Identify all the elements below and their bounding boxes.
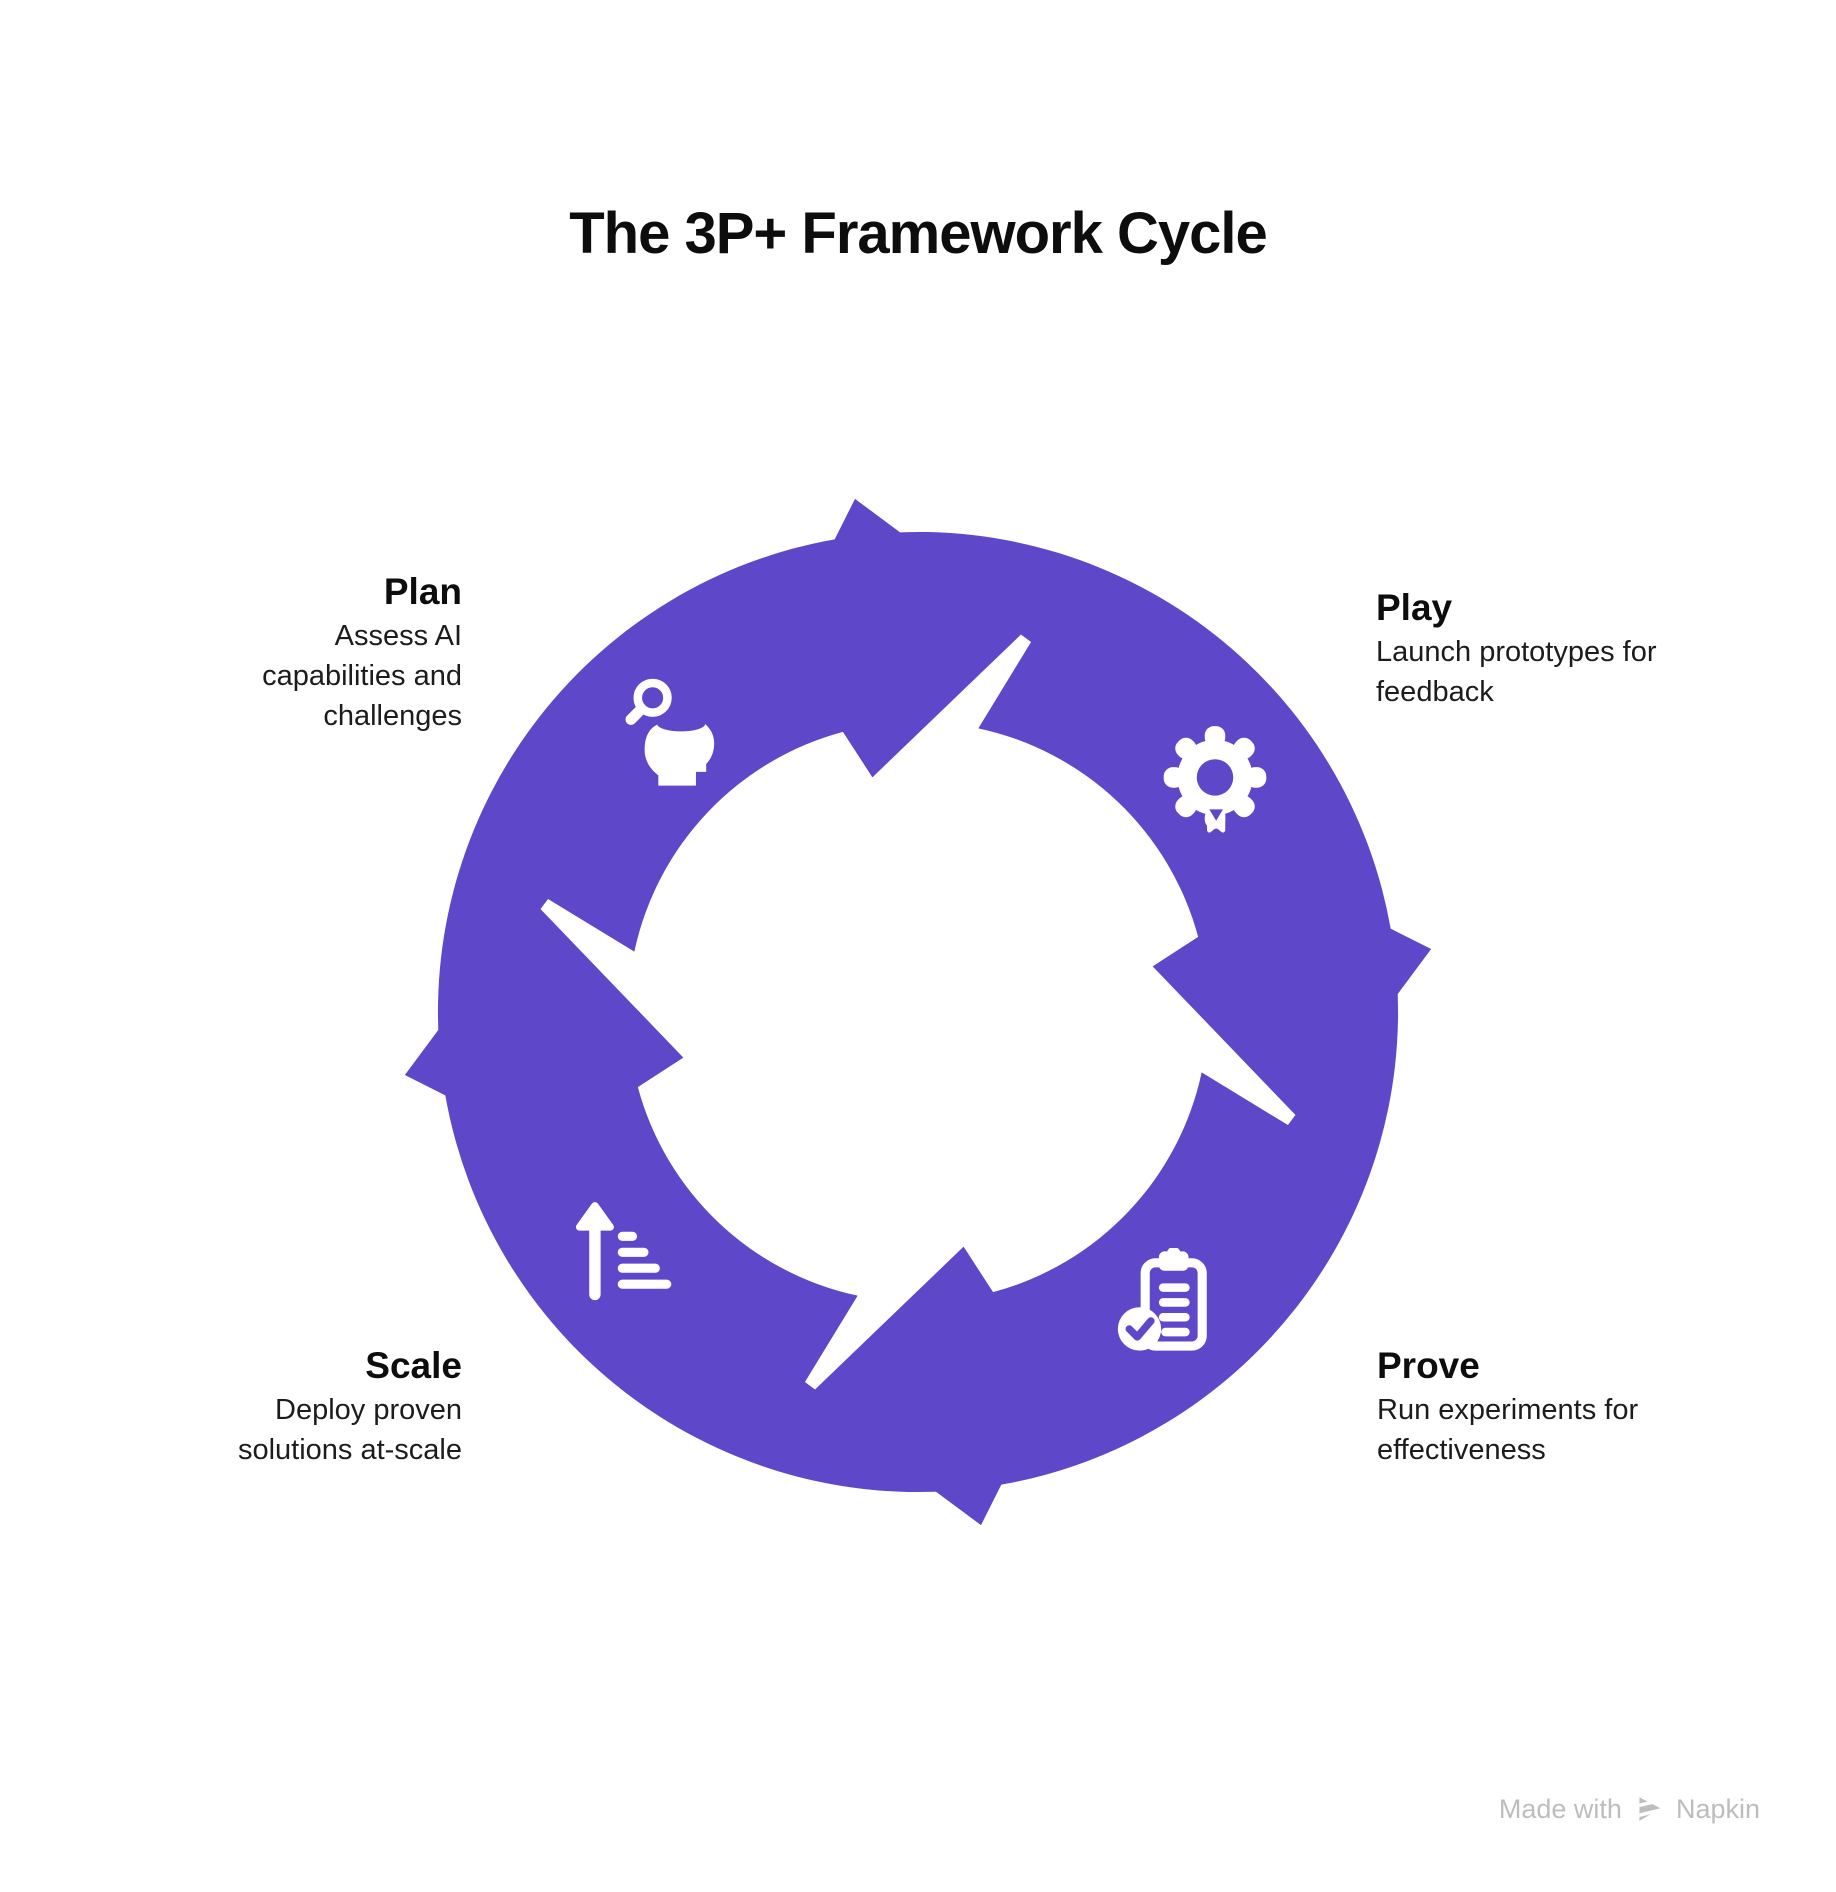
stage-desc-prove: Run experiments for effectiveness	[1377, 1394, 1639, 1466]
brand-label: Napkin	[1675, 1793, 1760, 1824]
stage-scale: Scale Deploy proven solutions at-scale	[200, 1342, 462, 1470]
stage-plan: Plan Assess AI capabilities and challeng…	[222, 568, 462, 736]
footer-credit: Made with Napkin	[1499, 1792, 1760, 1826]
page-title: The 3P+ Framework Cycle	[569, 201, 1268, 266]
gear-icon	[1158, 725, 1272, 839]
head-search-icon	[615, 675, 729, 789]
stage-label-play: Play	[1376, 587, 1453, 628]
growth-bars-icon	[563, 1193, 677, 1307]
cycle-arrow-play	[884, 531, 1432, 1123]
made-with-label: Made with	[1498, 1793, 1622, 1824]
stage-play: Play Launch prototypes for feedback	[1376, 584, 1661, 712]
cycle-arrow-prove	[807, 978, 1399, 1526]
stage-label-prove: Prove	[1377, 1345, 1480, 1386]
cycle-arrow-scale	[404, 901, 952, 1493]
stage-label-scale: Scale	[365, 1345, 462, 1386]
clipboard-check-icon	[1111, 1248, 1225, 1362]
stage-label-plan: Plan	[383, 571, 462, 612]
stage-desc-plan: Assess AI capabilities and challenges	[262, 620, 462, 732]
napkin-logo-icon	[1634, 1797, 1664, 1821]
cycle-arrow-plan	[437, 498, 1029, 1046]
stage-desc-scale: Deploy proven solutions at-scale	[237, 1394, 462, 1466]
stage-prove: Prove Run experiments for effectiveness	[1377, 1342, 1687, 1470]
stage-desc-play: Launch prototypes for feedback	[1376, 636, 1657, 708]
